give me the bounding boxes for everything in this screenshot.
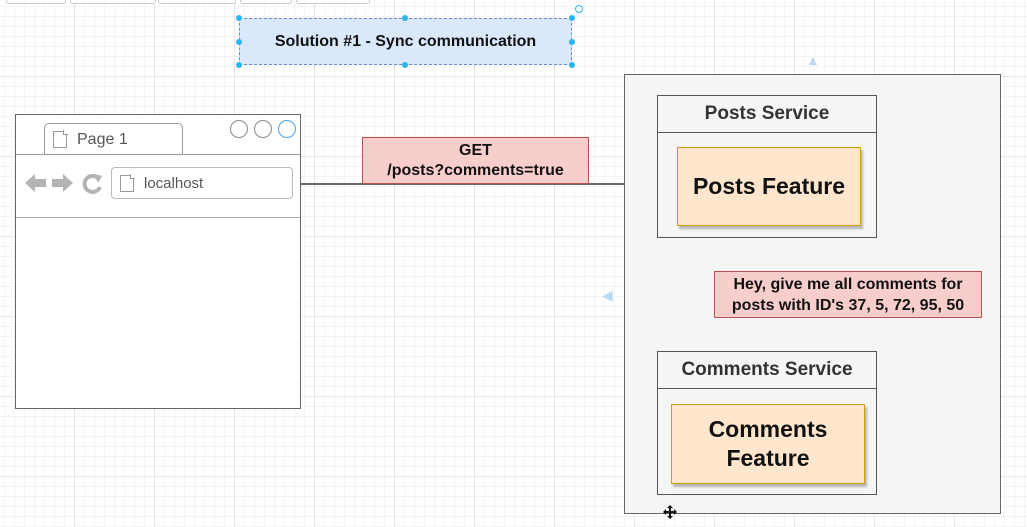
reload-icon[interactable] bbox=[82, 173, 104, 200]
request-path: /posts?comments=true bbox=[387, 161, 564, 179]
resize-handle[interactable] bbox=[236, 15, 242, 21]
posts-feature[interactable]: Posts Feature bbox=[677, 147, 861, 226]
toolbar-tabs-remnant bbox=[0, 0, 370, 4]
comments-service[interactable]: Comments Service Comments Feature bbox=[657, 351, 877, 495]
move-cursor-icon bbox=[663, 505, 677, 524]
comments-feature-line1: Comments bbox=[708, 416, 828, 442]
guide-arrow-left-icon: ◀ bbox=[602, 287, 613, 303]
resize-handle[interactable] bbox=[569, 39, 575, 45]
browser-tab-label: Page 1 bbox=[77, 130, 128, 148]
resize-handle[interactable] bbox=[402, 62, 408, 68]
comments-request-line2: posts with ID's 37, 5, 72, 95, 50 bbox=[731, 296, 965, 314]
request-label[interactable]: GET /posts?comments=true bbox=[362, 137, 589, 184]
comments-request-label[interactable]: Hey, give me all comments for posts with… bbox=[714, 271, 982, 318]
browser-window[interactable]: Page 1 localhost bbox=[15, 114, 301, 409]
nav-back-icon[interactable] bbox=[25, 173, 47, 198]
address-bar[interactable]: localhost bbox=[111, 167, 293, 199]
browser-tab[interactable]: Page 1 bbox=[44, 123, 183, 155]
nav-forward-icon[interactable] bbox=[52, 173, 74, 198]
toolbar-tab[interactable] bbox=[6, 0, 66, 4]
toolbar-tab[interactable] bbox=[296, 0, 370, 4]
resize-handle[interactable] bbox=[402, 15, 408, 21]
toolbar-tab[interactable] bbox=[70, 0, 156, 4]
resize-handle[interactable] bbox=[569, 15, 575, 21]
posts-feature-label: Posts Feature bbox=[692, 173, 846, 199]
resize-handle[interactable] bbox=[236, 62, 242, 68]
diagram-title-text: Solution #1 - Sync communication bbox=[274, 32, 537, 50]
request-method: GET bbox=[459, 141, 492, 159]
window-button-icon[interactable] bbox=[230, 120, 248, 138]
toolbar-tab[interactable] bbox=[240, 0, 292, 4]
comments-request-line1: Hey, give me all comments for bbox=[733, 275, 963, 293]
page-icon bbox=[53, 130, 68, 148]
resize-handle[interactable] bbox=[569, 62, 575, 68]
tab-divider bbox=[16, 154, 300, 155]
window-button-icon[interactable] bbox=[278, 120, 296, 138]
page-icon bbox=[120, 173, 135, 192]
posts-service[interactable]: Posts Service Posts Feature bbox=[657, 95, 877, 238]
toolbar-tab[interactable] bbox=[158, 0, 236, 4]
posts-service-title: Posts Service bbox=[658, 96, 876, 133]
comments-feature-line2: Feature bbox=[726, 445, 810, 471]
comments-feature[interactable]: Comments Feature bbox=[671, 404, 865, 484]
resize-handle[interactable] bbox=[236, 39, 242, 45]
rotate-handle-icon[interactable] bbox=[575, 5, 583, 13]
address-text: localhost bbox=[144, 174, 204, 192]
comments-service-title: Comments Service bbox=[658, 352, 876, 389]
diagram-title[interactable]: Solution #1 - Sync communication bbox=[239, 18, 572, 65]
guide-arrow-up-icon: ▲ bbox=[806, 52, 820, 68]
toolbar-divider bbox=[16, 217, 300, 218]
window-button-icon[interactable] bbox=[254, 120, 272, 138]
